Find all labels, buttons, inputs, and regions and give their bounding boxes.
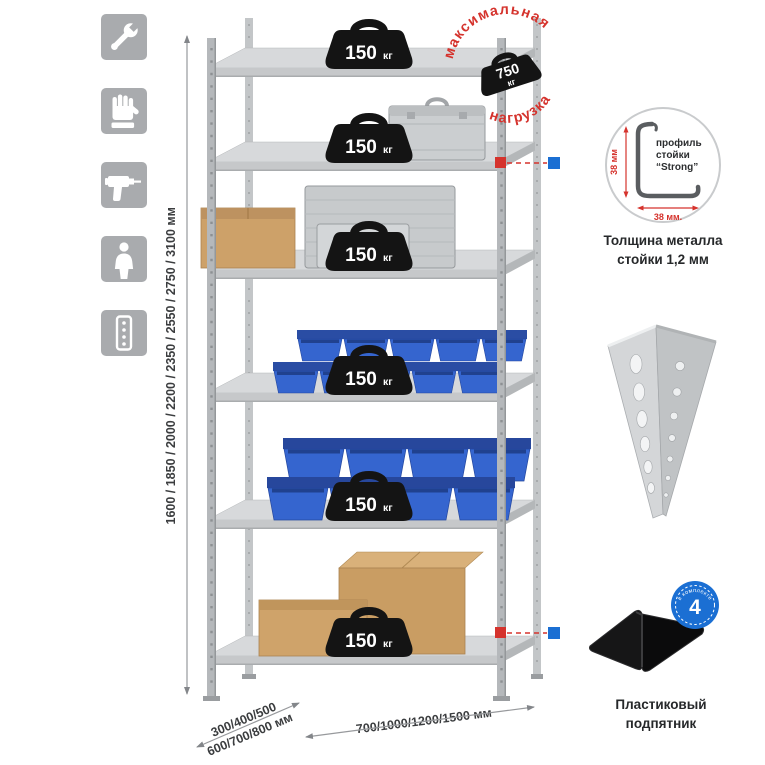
wrench-icon <box>101 14 147 60</box>
feature-icon-column <box>101 14 147 356</box>
foot-caption: Пластиковый подпятник <box>584 696 738 734</box>
shelf-load-badge: 150 кг <box>325 475 412 521</box>
shelf-load-badge: 150 кг <box>325 23 412 69</box>
shelf-load-unit: кг <box>383 50 393 62</box>
perforated-post-image <box>607 324 717 519</box>
stamp-arc-top-text: максимальная <box>430 0 555 65</box>
post-holes <box>663 361 685 498</box>
profile-vertical-dimension-label: 38 мм <box>609 149 619 175</box>
profile-vertical-dimension: 38 мм <box>609 126 629 198</box>
shelf-load-value: 150 <box>345 137 377 158</box>
profile-label-line1: профиль <box>656 137 702 149</box>
drill-icon <box>101 162 147 208</box>
stamp-arc-bottom-text: нагрузка <box>483 89 558 136</box>
kit-quantity-badge: в комплекте 4 <box>671 581 719 629</box>
glove-icon <box>101 88 147 134</box>
stamp-load-value: 750 <box>494 60 521 83</box>
shelf-load-unit: кг <box>383 502 393 514</box>
shelf-load-value: 150 <box>345 631 377 652</box>
post-profile-detail: 38 мм 38 мм. профиль стойки “Strong” <box>605 107 721 223</box>
profile-horizontal-dimension-label: 38 мм. <box>654 212 682 222</box>
profile-label-line2: стойки <box>656 150 690 161</box>
rack-back-posts <box>242 18 543 679</box>
profile-caption-line1: Толщина металла <box>603 233 723 248</box>
aluminum-case <box>388 97 486 161</box>
profile-caption: Толщина металла стойки 1,2 мм <box>586 232 740 270</box>
max-load-stamp: максимальная нагрузка 750 кг <box>412 0 601 164</box>
shelf-load-badge: 150 кг <box>325 225 412 271</box>
foot-callout-marker-blue <box>548 627 560 639</box>
kit-badge-number: 4 <box>689 596 701 619</box>
shelf-load-unit: кг <box>383 252 393 264</box>
shelf-load-value: 150 <box>345 369 377 390</box>
post-icon <box>101 310 147 356</box>
profile-horizontal-dimension: 38 мм. <box>637 205 699 222</box>
cardboard-box <box>200 207 296 269</box>
profile-cross-section <box>635 121 701 199</box>
person-icon <box>101 236 147 282</box>
foot-caption-line1: Пластиковый <box>615 697 707 712</box>
shelf-load-unit: кг <box>383 638 393 650</box>
plastic-foot-image <box>589 609 705 672</box>
shelving-rack-illustration: 150 кг 150 кг 150 кг 150 кг 150 кг 150 к… <box>200 18 543 701</box>
shelf-load-badge: 150 кг <box>325 611 412 657</box>
shelf-load-value: 150 <box>345 43 377 64</box>
shelf-load-unit: кг <box>383 144 393 156</box>
profile-label-line3: “Strong” <box>656 162 698 173</box>
shelf-load-badge: 150 кг <box>325 117 412 163</box>
shelf-load-unit: кг <box>383 376 393 388</box>
shelf-load-value: 150 <box>345 495 377 516</box>
height-dimensions-label: 1600 / 1850 / 2000 / 2200 / 2350 / 2550 … <box>164 207 179 525</box>
shelf-load-value: 150 <box>345 245 377 266</box>
rack-front-posts <box>203 38 510 701</box>
shelf-load-badge: 150 кг <box>325 349 412 395</box>
post-slots <box>629 354 655 494</box>
stamp-load-unit: кг <box>506 76 517 88</box>
foot-caption-line2: подпятник <box>625 715 697 731</box>
stamp-weight <box>481 52 542 96</box>
profile-callout-marker-blue <box>548 157 560 169</box>
profile-caption-line2: стойки 1,2 мм <box>617 251 709 267</box>
